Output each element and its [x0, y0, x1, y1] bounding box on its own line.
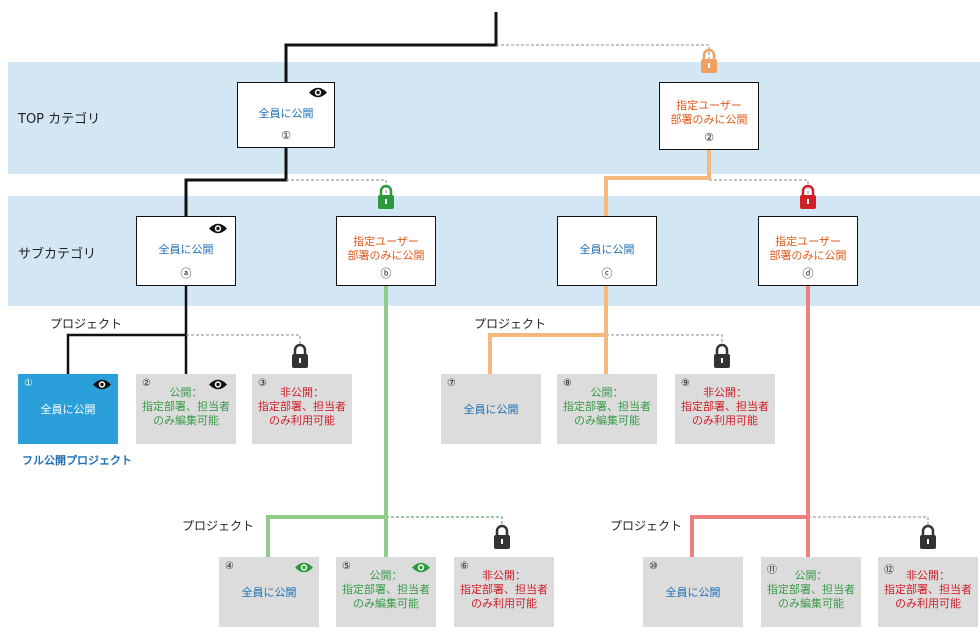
connector-dashed: [286, 179, 387, 208]
project-text: 公開： 指定部署、担当者 のみ編集可能: [563, 386, 651, 427]
project-number: ⑤: [342, 561, 351, 572]
project-text: 全員に公開: [463, 403, 519, 416]
connector-orange: [604, 150, 711, 216]
sub-category-c: 全員に公開 ⓒ: [557, 216, 657, 286]
project-text: 全員に公開: [40, 403, 96, 416]
lock-icon: [800, 184, 816, 209]
project-9: ⑨ 非公開： 指定部署、担当者 のみ利用可能: [675, 374, 775, 444]
eye-icon: [412, 562, 430, 573]
project-7: ⑦ 全員に公開: [441, 374, 541, 444]
lock-icon: [378, 184, 394, 209]
top-category-band: [8, 62, 980, 174]
project-text: 公開： 指定部署、担当者 のみ編集可能: [342, 569, 430, 610]
category-label: 指定ユーザー 部署のみに公開: [347, 235, 425, 262]
category-number: ⓓ: [802, 267, 814, 280]
project-number: ①: [24, 378, 33, 389]
category-label: 指定ユーザー 部署のみに公開: [769, 235, 847, 262]
connector-red: [690, 515, 808, 558]
connector-black: [66, 286, 188, 375]
lock-icon: [494, 524, 510, 549]
project-number: ⑥: [460, 561, 469, 572]
project-text: 非公開： 指定部署、担当者 のみ利用可能: [258, 386, 346, 427]
project-number: ⑫: [884, 565, 894, 576]
connector-dashed: [186, 334, 301, 345]
category-number: ⓐ: [180, 267, 192, 280]
project-number: ⑧: [563, 378, 572, 389]
project-text: 非公開： 指定部署、担当者 のみ利用可能: [884, 569, 972, 610]
project-3: ③ 非公開： 指定部署、担当者 のみ利用可能: [252, 374, 352, 444]
project-6: ⑥ 非公開： 指定部署、担当者 のみ利用可能: [454, 557, 554, 627]
project-label: プロジェクト: [474, 317, 547, 331]
project-number: ③: [258, 378, 267, 389]
category-label: 全員に公開: [579, 243, 635, 256]
category-number: ⓑ: [380, 267, 392, 280]
category-number: ①: [281, 129, 291, 142]
connector-dashed: [709, 179, 809, 208]
eye-icon: [309, 87, 327, 98]
full-project-caption: フル公開プロジェクト: [22, 454, 132, 467]
connector-orange: [488, 333, 606, 375]
project-number: ④: [225, 561, 234, 572]
project-text: 全員に公開: [665, 586, 721, 599]
eye-icon: [209, 379, 227, 390]
sub-category-d: 指定ユーザー 部署のみに公開 ⓓ: [758, 216, 858, 286]
sub-category-b: 指定ユーザー 部署のみに公開 ⓑ: [336, 216, 436, 286]
project-label: プロジェクト: [50, 317, 123, 331]
lock-icon: [701, 48, 717, 73]
project-11: ⑪ 公開： 指定部署、担当者 のみ編集可能: [761, 557, 861, 627]
category-number: ②: [704, 131, 714, 144]
lock-icon: [920, 524, 936, 549]
category-label: 全員に公開: [158, 243, 214, 256]
project-text: 公開： 指定部署、担当者 のみ編集可能: [142, 386, 230, 427]
project-number: ⑦: [447, 378, 456, 389]
connector-dashed: [496, 44, 710, 70]
connector-black: [284, 12, 498, 82]
project-8: ⑧ 公開： 指定部署、担当者 のみ編集可能: [557, 374, 657, 444]
sub-category-label: サブカテゴリ: [18, 247, 97, 262]
project-number: ⑩: [649, 561, 658, 572]
project-text: 非公開： 指定部署、担当者 のみ利用可能: [681, 386, 769, 427]
project-number: ⑨: [681, 378, 690, 389]
category-label: 全員に公開: [258, 107, 314, 120]
connector-green: [266, 515, 386, 558]
connector-dashed: [808, 516, 929, 525]
project-text: 公開： 指定部署、担当者 のみ編集可能: [767, 569, 855, 610]
eye-icon: [295, 562, 313, 573]
project-number: ⑪: [767, 565, 777, 576]
lock-icon: [714, 343, 730, 368]
top-category-2: 指定ユーザー 部署のみに公開 ②: [659, 82, 759, 150]
connector-dashed: [386, 516, 503, 525]
project-label: プロジェクト: [610, 519, 683, 533]
category-number: ⓒ: [601, 267, 613, 280]
project-10: ⑩ 全員に公開: [643, 557, 743, 627]
category-label: 指定ユーザー 部署のみに公開: [670, 99, 748, 126]
project-label: プロジェクト: [182, 519, 255, 533]
top-category-label: TOP カテゴリ: [18, 112, 101, 127]
eye-icon: [93, 379, 111, 390]
connector-black: [184, 148, 288, 216]
project-12: ⑫ 非公開： 指定部署、担当者 のみ利用可能: [878, 557, 978, 627]
lock-icon: [292, 343, 308, 368]
eye-icon: [209, 223, 227, 234]
project-text: 全員に公開: [241, 586, 297, 599]
project-number: ②: [142, 378, 151, 389]
project-text: 非公開： 指定部署、担当者 のみ利用可能: [460, 569, 548, 610]
connector-dashed: [606, 334, 723, 345]
